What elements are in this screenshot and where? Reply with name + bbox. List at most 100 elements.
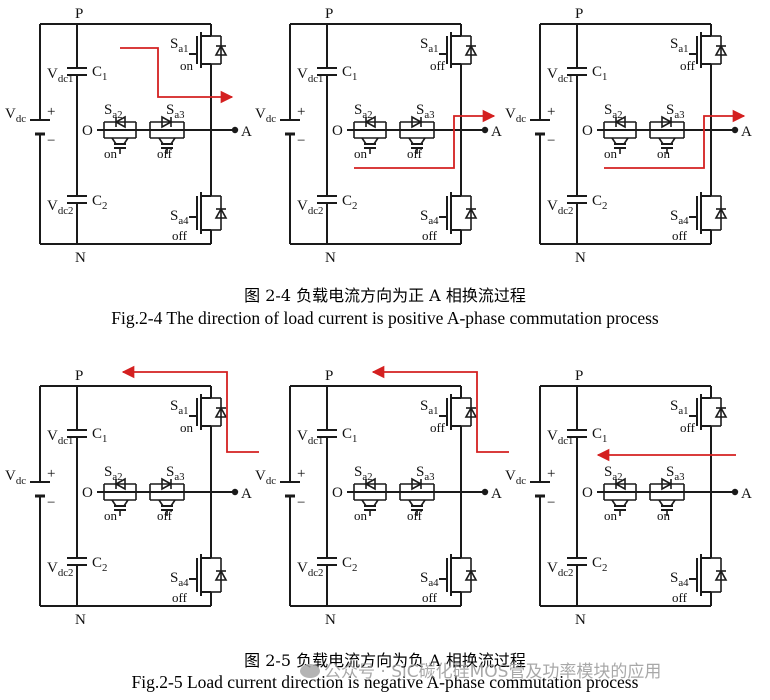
current-path-arrow bbox=[604, 109, 746, 169]
switch-sa4 bbox=[189, 552, 228, 598]
label-a: A bbox=[491, 486, 502, 502]
label-o: O bbox=[82, 123, 93, 139]
switch-sa2 bbox=[603, 477, 637, 516]
panel-fig2-4-2: PNAOVdc+−Vdc1Vdc2C1C2Sa1offSa2onSa3offSa… bbox=[255, 6, 502, 266]
label-sa2: Sa2 bbox=[104, 464, 123, 483]
label-n: N bbox=[75, 612, 86, 628]
label-sa3: Sa3 bbox=[416, 102, 435, 121]
sa3-state: on bbox=[657, 508, 671, 523]
node-a-dot bbox=[231, 126, 239, 134]
current-path-arrow bbox=[121, 365, 259, 453]
sa4-state: off bbox=[422, 228, 438, 243]
sa1-state: off bbox=[680, 420, 696, 435]
switch-sa2 bbox=[603, 115, 637, 154]
wechat-logo-icon bbox=[300, 664, 320, 678]
series-diode bbox=[661, 477, 673, 491]
sa4-state: off bbox=[672, 590, 688, 605]
sa4-state: off bbox=[172, 590, 188, 605]
sa2-state: on bbox=[354, 508, 368, 523]
label-a: A bbox=[241, 124, 252, 140]
switch-sa2 bbox=[353, 115, 387, 154]
switch-sa4 bbox=[439, 552, 478, 598]
sa1-state: on bbox=[180, 58, 194, 73]
label-n: N bbox=[75, 250, 86, 266]
switch-sa3 bbox=[149, 115, 185, 154]
label-vdc1: Vdc1 bbox=[47, 66, 73, 85]
current-path-arrow bbox=[371, 365, 509, 453]
label-c2: C2 bbox=[592, 555, 607, 574]
sa4-state: off bbox=[172, 228, 188, 243]
label-plus: + bbox=[47, 104, 55, 120]
label-vdc2: Vdc2 bbox=[47, 198, 73, 217]
antiparallel-diode bbox=[714, 406, 728, 418]
switch-sa2 bbox=[103, 115, 137, 154]
series-diode bbox=[364, 115, 376, 129]
label-minus: − bbox=[297, 495, 305, 511]
antiparallel-diode bbox=[214, 207, 228, 219]
label-vdc1: Vdc1 bbox=[547, 66, 573, 85]
label-sa1: Sa1 bbox=[670, 36, 689, 55]
label-c2: C2 bbox=[592, 193, 607, 212]
label-minus: − bbox=[297, 133, 305, 149]
label-sa1: Sa1 bbox=[170, 36, 189, 55]
label-sa1: Sa1 bbox=[170, 398, 189, 417]
switch-sa1 bbox=[439, 392, 478, 432]
label-sa3: Sa3 bbox=[166, 102, 185, 121]
switch-sa4 bbox=[689, 552, 728, 598]
panel-fig2-4-3: PNAOVdc+−Vdc1Vdc2C1C2Sa1offSa2onSa3onSa4… bbox=[505, 6, 752, 266]
label-vdc: Vdc bbox=[505, 468, 526, 487]
antiparallel-diode bbox=[464, 569, 478, 581]
label-vdc2: Vdc2 bbox=[547, 198, 573, 217]
label-minus: − bbox=[547, 495, 555, 511]
label-plus: + bbox=[297, 104, 305, 120]
panel-fig2-5-1: PNAOVdc+−Vdc1Vdc2C1C2Sa1onSa2onSa3offSa4… bbox=[5, 365, 259, 628]
label-sa1: Sa1 bbox=[420, 36, 439, 55]
label-sa4: Sa4 bbox=[420, 208, 439, 227]
label-vdc: Vdc bbox=[255, 468, 276, 487]
watermark-text: 公众号 · SiC碳化硅MOS管及功率模块的应用 bbox=[324, 662, 662, 682]
label-c1: C1 bbox=[92, 426, 107, 445]
series-diode bbox=[661, 115, 673, 129]
label-vdc: Vdc bbox=[5, 106, 26, 125]
label-c2: C2 bbox=[342, 193, 357, 212]
node-a-dot bbox=[481, 488, 489, 496]
label-sa2: Sa2 bbox=[354, 102, 373, 121]
switch-sa3 bbox=[399, 115, 435, 154]
series-diode bbox=[161, 115, 173, 129]
antiparallel-diode bbox=[214, 44, 228, 56]
label-sa3: Sa3 bbox=[666, 102, 685, 121]
panel-fig2-4-1: PNAOVdc+−Vdc1Vdc2C1C2Sa1onSa2onSa3offSa4… bbox=[5, 6, 252, 266]
figure-2-5-caption-english: Fig.2-5 Load current direction is negati… bbox=[131, 672, 639, 692]
switch-sa2 bbox=[353, 477, 387, 516]
sa2-state: on bbox=[354, 146, 368, 161]
label-n: N bbox=[575, 612, 586, 628]
sa4-state: off bbox=[672, 228, 688, 243]
label-sa4: Sa4 bbox=[420, 570, 439, 589]
series-diode bbox=[114, 115, 126, 129]
label-sa3: Sa3 bbox=[666, 464, 685, 483]
figure-2-4-caption-chinese: 图 2-4 负载电流方向为正 A 相换流过程 bbox=[244, 286, 526, 305]
label-o: O bbox=[582, 485, 593, 501]
label-vdc1: Vdc1 bbox=[297, 428, 323, 447]
sa1-state: off bbox=[680, 58, 696, 73]
sa1-state: on bbox=[180, 420, 194, 435]
label-o: O bbox=[332, 485, 343, 501]
label-n: N bbox=[325, 612, 336, 628]
label-vdc1: Vdc1 bbox=[547, 428, 573, 447]
sa3-state: off bbox=[157, 508, 173, 523]
label-p: P bbox=[75, 6, 83, 22]
switch-sa1 bbox=[189, 30, 228, 70]
watermark: 公众号 · SiC碳化硅MOS管及功率模块的应用 bbox=[300, 657, 760, 682]
panel-fig2-5-2: PNAOVdc+−Vdc1Vdc2C1C2Sa1offSa2onSa3offSa… bbox=[255, 365, 509, 628]
label-c2: C2 bbox=[342, 555, 357, 574]
switch-sa1 bbox=[439, 30, 478, 70]
label-a: A bbox=[491, 124, 502, 140]
label-minus: − bbox=[47, 495, 55, 511]
label-p: P bbox=[325, 368, 333, 384]
antiparallel-diode bbox=[714, 207, 728, 219]
label-o: O bbox=[582, 123, 593, 139]
label-p: P bbox=[75, 368, 83, 384]
label-vdc2: Vdc2 bbox=[297, 198, 323, 217]
label-c1: C1 bbox=[592, 64, 607, 83]
antiparallel-diode bbox=[464, 44, 478, 56]
